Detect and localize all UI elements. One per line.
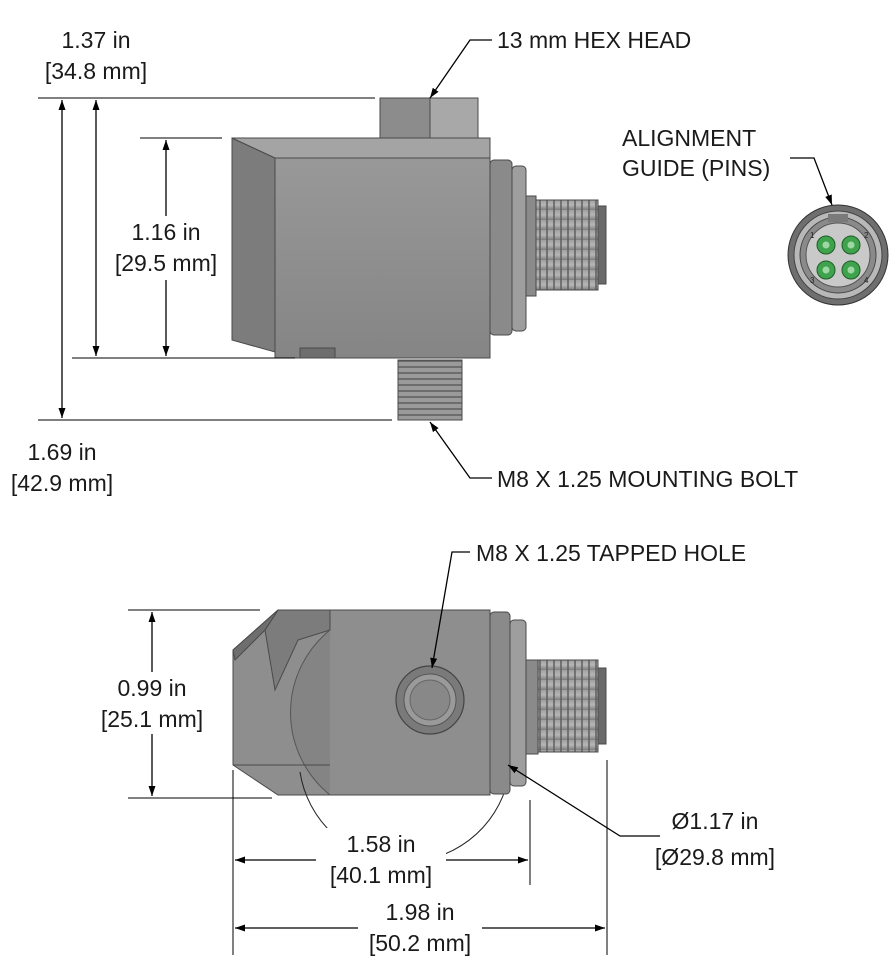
leader-hex-head bbox=[429, 39, 492, 99]
sensor-body bbox=[231, 137, 491, 359]
side-view bbox=[231, 97, 607, 421]
pin-number: 3 bbox=[810, 276, 815, 285]
dim-body-length-mm: [40.1 mm] bbox=[330, 862, 432, 888]
top-view bbox=[232, 609, 607, 863]
dim-diameter-in: Ø1.17 in bbox=[672, 808, 759, 834]
alignment-label-line1: ALIGNMENT bbox=[622, 125, 756, 151]
hex-head-label: 13 mm HEX HEAD bbox=[497, 27, 691, 53]
hex-head bbox=[379, 97, 479, 141]
alignment-label-line2: GUIDE (PINS) bbox=[622, 155, 770, 181]
dim-overall-length-in: 1.98 in bbox=[385, 899, 454, 925]
leader-diameter bbox=[507, 764, 660, 837]
dim-hex-height-in: 1.37 in bbox=[61, 27, 130, 53]
dim-body-length-in: 1.58 in bbox=[346, 831, 415, 857]
dim-diameter-mm: [Ø29.8 mm] bbox=[655, 844, 775, 870]
connector-pins bbox=[816, 235, 861, 280]
pin-number: 4 bbox=[864, 276, 869, 285]
dim-body-width-mm: [25.1 mm] bbox=[101, 706, 203, 732]
leader-tapped-hole bbox=[430, 551, 470, 669]
tapped-hole-label: M8 X 1.25 TAPPED HOLE bbox=[476, 540, 746, 566]
dim-overall-height-in: 1.69 in bbox=[27, 439, 96, 465]
mounting-bolt bbox=[397, 359, 463, 421]
connector-end-view: 1 2 3 4 bbox=[787, 204, 889, 306]
connector-collar bbox=[489, 159, 537, 336]
leader-alignment bbox=[790, 157, 833, 206]
dim-overall-height-mm: [42.9 mm] bbox=[11, 470, 113, 496]
pin-number: 1 bbox=[810, 231, 815, 240]
dim-body-height-in: 1.16 in bbox=[131, 219, 200, 245]
connector-thread bbox=[535, 199, 599, 291]
dim-body-height-mm: [29.5 mm] bbox=[115, 250, 217, 276]
dim-body-width-in: 0.99 in bbox=[117, 675, 186, 701]
dim-hex-height-mm: [34.8 mm] bbox=[45, 58, 147, 84]
tapped-hole bbox=[395, 665, 465, 735]
leader-mounting-bolt bbox=[429, 421, 492, 479]
pin-number: 2 bbox=[864, 231, 869, 240]
connector-thread-bottom bbox=[537, 659, 599, 753]
mounting-bolt-label: M8 X 1.25 MOUNTING BOLT bbox=[497, 466, 798, 492]
dim-overall-length-mm: [50.2 mm] bbox=[369, 930, 471, 956]
